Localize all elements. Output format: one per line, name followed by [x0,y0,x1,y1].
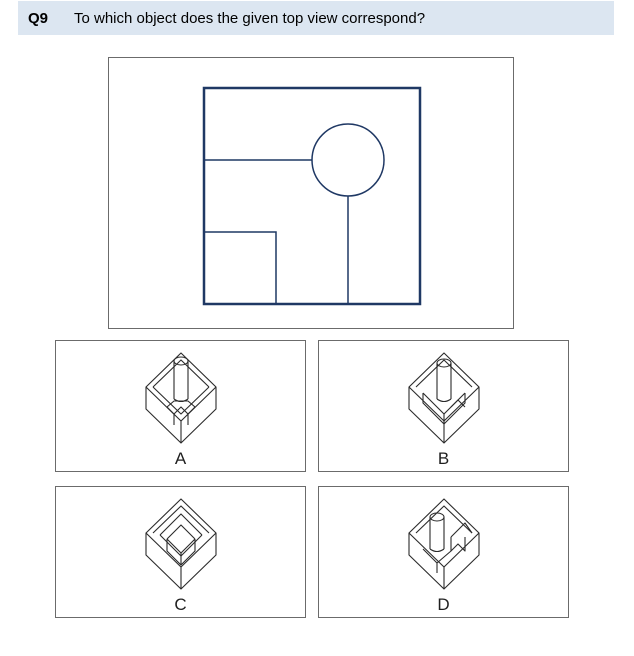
option-b-card[interactable]: B [318,340,569,472]
question-text: To which object does the given top view … [74,10,426,27]
option-a-card[interactable]: A [55,340,306,472]
top-view-outline [202,86,422,306]
top-view-circle [311,123,385,197]
option-a-drawing [145,352,217,444]
top-view-figure [108,57,514,329]
option-b-label: B [437,449,450,468]
top-view-corner-step [204,231,277,304]
option-c-card[interactable]: C [55,486,306,618]
option-c-drawing [145,498,217,590]
option-b-drawing [408,352,480,444]
option-d-drawing [408,498,480,590]
question-header: Q9 To which object does the given top vi… [18,1,614,35]
option-a-label: A [174,449,187,468]
option-d-card[interactable]: D [318,486,569,618]
option-c-label: C [174,595,187,614]
question-number: Q9 [28,10,49,27]
top-view-drawing [202,86,422,306]
option-d-label: D [437,595,450,614]
